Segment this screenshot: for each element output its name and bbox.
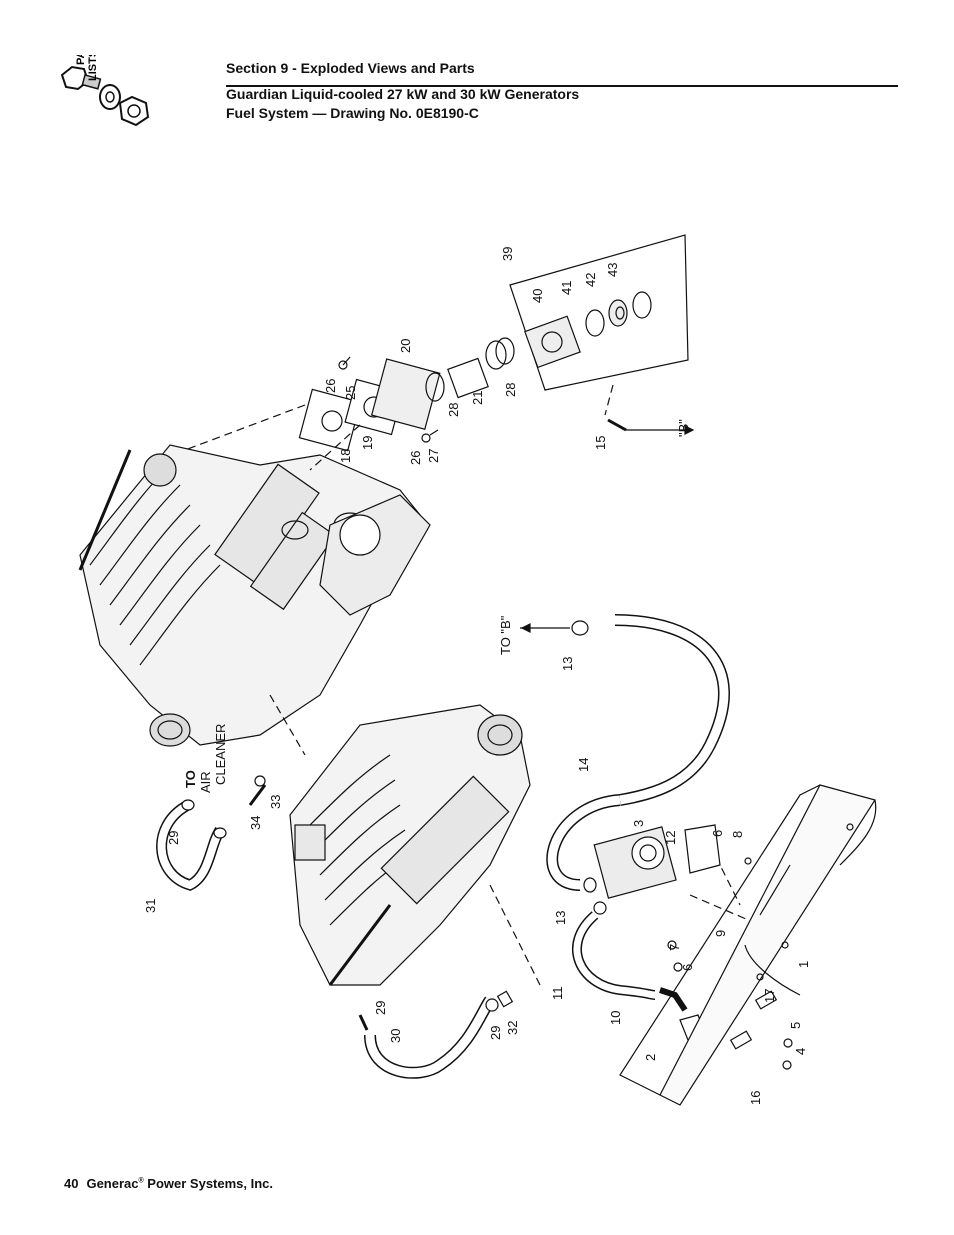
callout-7: 7 (667, 944, 682, 951)
parts-lists-logo: PARTS LISTS (58, 29, 158, 130)
label-b: "B" (676, 419, 691, 437)
document-title: Guardian Liquid-cooled 27 kW and 30 kW G… (226, 86, 580, 102)
callout-2: 2 (643, 1054, 658, 1061)
lower-engine-illustration (289, 704, 531, 986)
fuel-system-diagram: 1 2 3 4 5 6 6 7 8 9 10 11 12 13 13 14 15… (78, 234, 877, 1106)
callout-12: 12 (663, 831, 678, 845)
callout-30: 30 (388, 1029, 403, 1043)
callout-29b: 29 (373, 1001, 388, 1015)
registered-mark: ® (138, 1177, 144, 1185)
callout-1: 1 (796, 961, 811, 968)
callout-13b: 13 (553, 911, 568, 925)
company-name: Generac (86, 1176, 139, 1191)
callout-13a: 13 (560, 657, 575, 671)
callout-31: 31 (143, 899, 158, 913)
logo-parts-text: PARTS (75, 55, 87, 65)
section-title: Section 9 - Exploded Views and Parts (226, 60, 475, 76)
callout-11: 11 (550, 987, 565, 1001)
callout-41: 41 (559, 281, 574, 295)
callout-15: 15 (593, 436, 608, 450)
callout-40: 40 (530, 289, 545, 303)
exploded-view-diagram: 1 2 3 4 5 6 6 7 8 9 10 11 12 13 13 14 15… (60, 225, 900, 1135)
callout-33: 33 (268, 795, 283, 809)
label-to-air-1: TO (183, 770, 198, 788)
fuel-regulator-3 (572, 824, 721, 1041)
callout-3: 3 (631, 820, 646, 827)
callout-34: 34 (248, 816, 263, 830)
callout-4: 4 (793, 1048, 808, 1055)
callout-26b: 26 (408, 451, 423, 465)
callout-43: 43 (605, 263, 620, 277)
company-suffix: Power Systems, Inc. (143, 1176, 274, 1191)
page-number: 40 (64, 1176, 79, 1191)
callout-21: 21 (470, 391, 485, 405)
fitting-15 (607, 418, 695, 435)
callout-19: 19 (360, 436, 375, 450)
callout-8: 8 (730, 831, 745, 838)
callout-16: 16 (748, 1091, 763, 1105)
callout-28a: 28 (446, 403, 461, 417)
callout-6b: 6 (680, 964, 695, 971)
callout-42: 42 (583, 273, 598, 287)
callout-5: 5 (788, 1022, 803, 1029)
callout-6a: 6 (710, 830, 725, 837)
air-inlet-group (509, 234, 689, 391)
label-to-air-2: AIR (198, 771, 213, 793)
label-to-b: TO "B" (498, 615, 513, 655)
callout-20: 20 (398, 339, 413, 353)
air-cleaner-hose (156, 775, 267, 891)
drawing-title: Fuel System — Drawing No. 0E8190-C (226, 105, 479, 121)
bolt-nut-icon: PARTS LISTS (60, 29, 150, 127)
base-frame-1 (619, 784, 877, 1106)
page-footer: 40 Generac® Power Systems, Inc. (64, 1176, 273, 1191)
callout-28b: 28 (503, 383, 518, 397)
label-to-air-3: CLEANER (213, 724, 228, 785)
callout-25: 25 (343, 386, 358, 400)
header-rule (226, 85, 898, 87)
callout-27: 27 (426, 449, 441, 463)
callout-32: 32 (505, 1021, 520, 1035)
callout-26a: 26 (323, 379, 338, 393)
callout-18: 18 (338, 449, 353, 463)
callout-14: 14 (576, 758, 591, 772)
hose-30 (358, 990, 514, 1079)
callout-17: 17 (762, 989, 777, 1003)
upper-engine-illustration (78, 444, 431, 747)
logo-lists-text: LISTS (87, 55, 99, 81)
throttle-body-assembly (298, 337, 515, 452)
hose-14 (520, 614, 730, 891)
callout-10: 10 (608, 1011, 623, 1025)
callout-29a: 29 (166, 831, 181, 845)
callout-29c: 29 (488, 1026, 503, 1040)
callout-39: 39 (500, 247, 515, 261)
callout-9: 9 (713, 930, 728, 937)
